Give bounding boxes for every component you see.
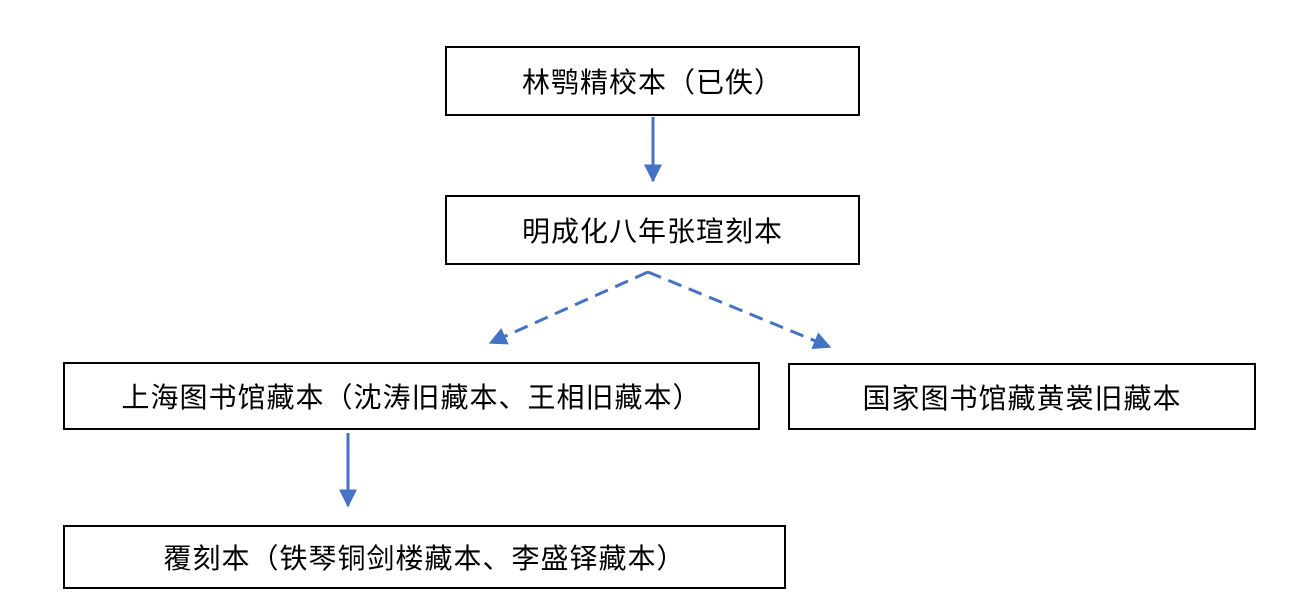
- node-zhangxuan-keben: 明成化八年张瑄刻本: [445, 195, 860, 265]
- node-shanghai-library: 上海图书馆藏本（沈涛旧藏本、王相旧藏本）: [63, 362, 760, 430]
- node-label-lin-e-jiaoben: 林鹗精校本（已佚）: [521, 66, 783, 99]
- edge-line-zhangxuan-to-shanghai: [488, 270, 649, 345]
- node-lin-e-jiaoben: 林鹗精校本（已佚）: [445, 46, 860, 116]
- node-national-library: 国家图书馆藏黄裳旧藏本: [788, 363, 1256, 430]
- node-label-shanghai-library: 上海图书馆藏本（沈涛旧藏本、王相旧藏本）: [121, 381, 702, 414]
- node-label-zhangxuan-keben: 明成化八年张瑄刻本: [521, 215, 783, 248]
- node-label-fukeben: 覆刻本（铁琴铜剑楼藏本、李盛铎藏本）: [163, 542, 686, 575]
- node-fukeben: 覆刻本（铁琴铜剑楼藏本、李盛铎藏本）: [63, 525, 786, 589]
- edge-line-zhangxuan-to-national: [647, 270, 832, 350]
- node-label-national-library: 国家图书馆藏黄裳旧藏本: [862, 381, 1182, 415]
